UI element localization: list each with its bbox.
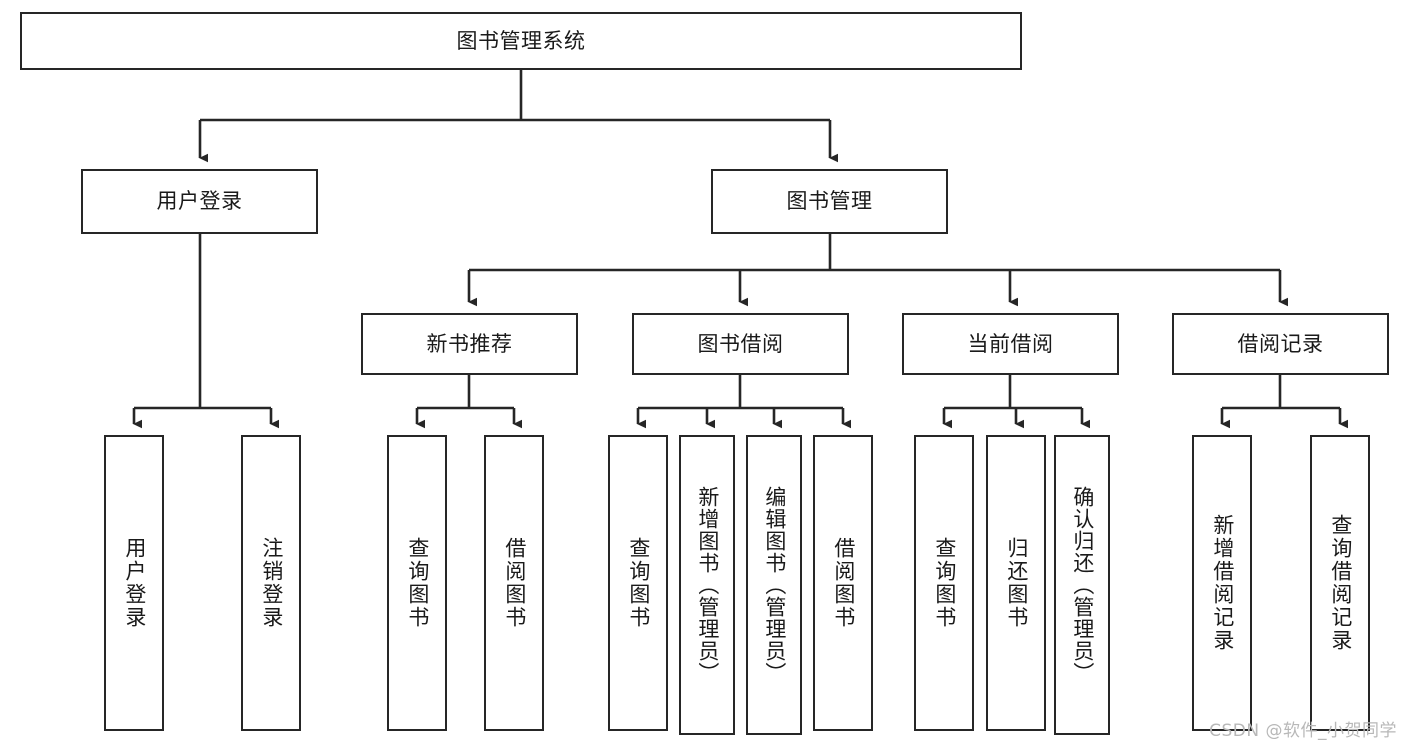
node-book-borrow[interactable]: 图书借阅 <box>632 313 849 375</box>
node-book-management[interactable]: 图书管理 <box>711 169 948 234</box>
node-leaf-query-book-borrow-label: 查询图书 <box>626 537 651 629</box>
node-leaf-borrow-book[interactable]: 借阅图书 <box>813 435 873 731</box>
node-leaf-edit-book-admin[interactable]: 编辑图书（管理员） <box>746 435 802 735</box>
node-leaf-borrow-book-label: 借阅图书 <box>831 537 856 629</box>
node-leaf-add-borrow-record[interactable]: 新增借阅记录 <box>1192 435 1252 731</box>
node-borrow-record-label: 借阅记录 <box>1237 331 1324 356</box>
node-leaf-query-book-recommend[interactable]: 查询图书 <box>387 435 447 731</box>
watermark-text: CSDN @软件_小贺同学 <box>1209 721 1397 741</box>
node-new-book-recommend-label: 新书推荐 <box>426 331 513 356</box>
node-root[interactable]: 图书管理系统 <box>20 12 1022 70</box>
node-leaf-user-logout[interactable]: 注销登录 <box>241 435 301 731</box>
node-leaf-confirm-return-admin-label: 确认归还（管理员） <box>1070 486 1095 684</box>
node-leaf-add-book-admin-label: 新增图书（管理员） <box>695 486 720 684</box>
node-leaf-add-borrow-record-label: 新增借阅记录 <box>1210 514 1235 652</box>
node-leaf-query-book-borrow[interactable]: 查询图书 <box>608 435 668 731</box>
node-leaf-user-logout-label: 注销登录 <box>259 537 284 629</box>
node-leaf-add-book-admin[interactable]: 新增图书（管理员） <box>679 435 735 735</box>
node-current-borrow[interactable]: 当前借阅 <box>902 313 1119 375</box>
node-leaf-borrow-book-recommend[interactable]: 借阅图书 <box>484 435 544 731</box>
node-leaf-query-book-recommend-label: 查询图书 <box>405 537 430 629</box>
node-borrow-record[interactable]: 借阅记录 <box>1172 313 1389 375</box>
node-leaf-return-book[interactable]: 归还图书 <box>986 435 1046 731</box>
node-leaf-edit-book-admin-label: 编辑图书（管理员） <box>762 486 787 684</box>
node-leaf-user-login[interactable]: 用户登录 <box>104 435 164 731</box>
node-user-login-label: 用户登录 <box>156 189 243 214</box>
node-book-management-label: 图书管理 <box>786 189 873 214</box>
node-leaf-user-login-label: 用户登录 <box>122 537 147 629</box>
node-leaf-query-book-current[interactable]: 查询图书 <box>914 435 974 731</box>
node-leaf-query-book-current-label: 查询图书 <box>932 537 957 629</box>
node-user-login[interactable]: 用户登录 <box>81 169 318 234</box>
node-new-book-recommend[interactable]: 新书推荐 <box>361 313 578 375</box>
node-current-borrow-label: 当前借阅 <box>967 331 1054 356</box>
node-leaf-borrow-book-recommend-label: 借阅图书 <box>502 537 527 629</box>
node-leaf-confirm-return-admin[interactable]: 确认归还（管理员） <box>1054 435 1110 735</box>
node-leaf-query-borrow-record[interactable]: 查询借阅记录 <box>1310 435 1370 731</box>
node-leaf-query-borrow-record-label: 查询借阅记录 <box>1328 514 1353 652</box>
node-book-borrow-label: 图书借阅 <box>697 331 784 356</box>
node-root-label: 图书管理系统 <box>456 28 586 53</box>
node-leaf-return-book-label: 归还图书 <box>1004 537 1029 629</box>
